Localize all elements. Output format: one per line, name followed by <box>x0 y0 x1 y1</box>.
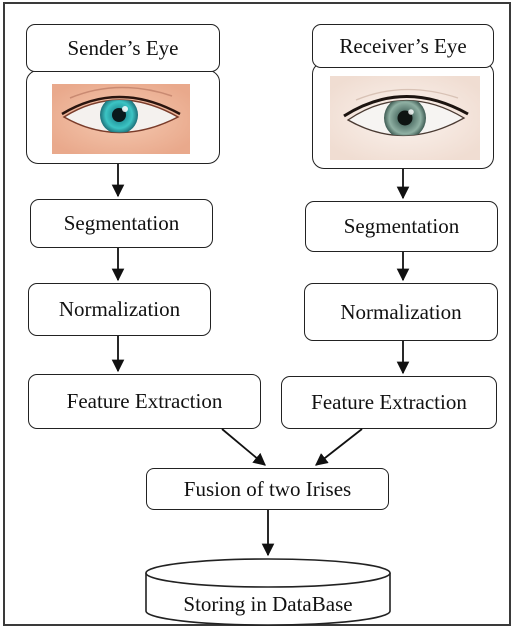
sender-segmentation-box: Segmentation <box>30 199 213 248</box>
sender-eye-title-text: Sender’s Eye <box>67 35 179 60</box>
sender-eye-title: Sender’s Eye <box>26 24 220 72</box>
database-label: Storing in DataBase <box>183 591 353 616</box>
sender-pupil <box>112 108 126 122</box>
receiver-pupil <box>397 110 413 126</box>
database-cylinder-top <box>145 558 391 588</box>
sender-feature-extraction-label: Feature Extraction <box>66 389 223 413</box>
receiver-normalization-label: Normalization <box>340 299 462 324</box>
fusion-label: Fusion of two Irises <box>183 476 352 501</box>
sender-feature-extraction-box: Feature Extraction <box>28 374 261 429</box>
receiver-segmentation-label: Segmentation <box>343 214 460 238</box>
arrow-sender-feature-to-fusion <box>221 428 266 466</box>
receiver-eye-title-text: Receiver’s Eye <box>339 33 467 58</box>
sender-segmentation-label: Segmentation <box>63 211 180 235</box>
database-cylinder-body <box>145 573 391 626</box>
fusion-box: Fusion of two Irises <box>146 468 389 510</box>
receiver-segmentation-box: Segmentation <box>305 201 498 252</box>
sender-normalization-box: Normalization <box>28 283 211 336</box>
receiver-normalization-box: Normalization <box>304 283 498 341</box>
receiver-feature-extraction-box: Feature Extraction <box>281 376 497 429</box>
sender-eyelash-line <box>61 95 181 116</box>
arrow-receiver-feature-to-fusion <box>315 428 363 466</box>
database-label-container: Storing in DataBase <box>146 587 390 621</box>
receiver-eye-title: Receiver’s Eye <box>312 24 494 68</box>
sender-normalization-label: Normalization <box>58 297 181 321</box>
receiver-feature-extraction-label: Feature Extraction <box>311 390 467 414</box>
receiver-eyelash-line <box>343 95 469 118</box>
